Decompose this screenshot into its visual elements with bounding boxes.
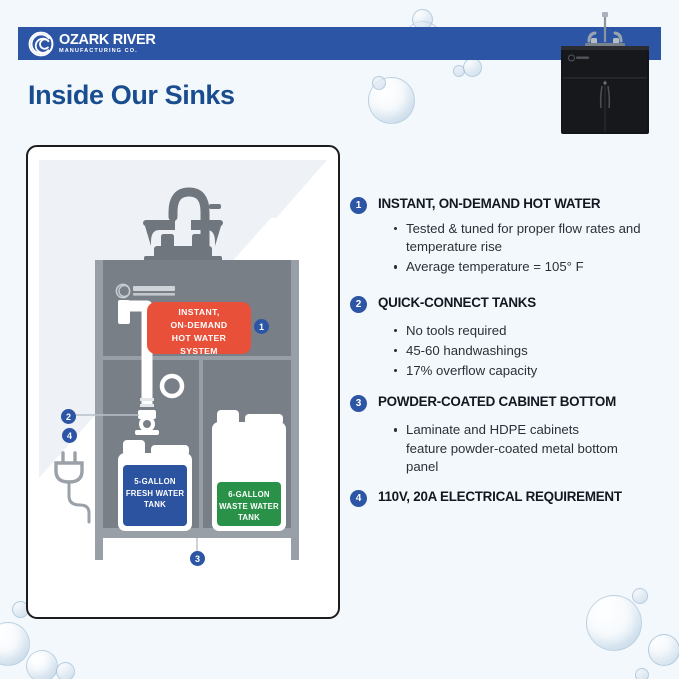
feature-marker-3: 3 [350, 395, 367, 413]
feature-item-1: 1 INSTANT, ON-DEMAND HOT WATER Tested & … [350, 196, 670, 277]
callout-line: INSTANT, [178, 307, 220, 317]
tank-label-line: 5-GALLON [134, 477, 176, 486]
waste-water-tank [212, 410, 286, 531]
quick-connect-fitting [135, 410, 159, 435]
feature-bullet: Laminate and HDPE cabinets feature powde… [394, 421, 621, 476]
product-photo [561, 12, 649, 134]
brand-logo: OZARK RIVER MANUFACTURING CO. [28, 31, 156, 57]
tank-label-line: WASTE WATER [219, 501, 279, 511]
feature-marker-2: 2 [350, 295, 367, 313]
bubble-decoration [648, 634, 679, 666]
river-swirl-icon [28, 31, 54, 57]
tank-label-line: FRESH WATER [125, 488, 185, 498]
bubble-decoration [463, 58, 482, 77]
feature-list: 1 INSTANT, ON-DEMAND HOT WATER Tested & … [350, 196, 670, 519]
brand-banner [18, 27, 661, 60]
bubble-decoration [372, 76, 386, 90]
feature-title-4: 110V, 20A ELECTRICAL REQUIREMENT [378, 488, 622, 504]
feature-bullet: Average temperature = 105° F [394, 258, 670, 276]
sink-cutaway-diagram: INSTANT, ON-DEMAND HOT WATER SYSTEM 5-GA… [26, 145, 340, 619]
callout-line: HOT WATER [171, 333, 227, 344]
bubble-decoration [56, 662, 75, 679]
feature-bullet: Tested & tuned for proper flow rates and… [394, 220, 670, 256]
feature-bullet: 45-60 handwashings [394, 342, 670, 360]
feature-bullet: 17% overflow capacity [394, 362, 670, 380]
tank-label-line: TANK [238, 513, 260, 523]
feature-marker-4: 4 [350, 489, 367, 507]
feature-title-3: POWDER-COATED CABINET BOTTOM [378, 394, 616, 410]
waste-water-tank-label: 6-GALLON WASTE WATER TANK [217, 489, 281, 524]
brand-logo-subtitle: MANUFACTURING CO. [59, 47, 138, 54]
callout-line: SYSTEM [180, 346, 218, 357]
bubble-decoration [635, 668, 649, 679]
diagram-brand-logo [115, 283, 175, 299]
fresh-water-tank-label: 5-GALLON FRESH WATER TANK [123, 476, 187, 511]
bubble-decoration [368, 77, 415, 124]
tank-label-line: 6-GALLON [228, 490, 270, 499]
bubble-decoration [26, 650, 58, 679]
feature-bullet: No tools required [394, 322, 670, 340]
electrical-plug-icon [54, 451, 91, 524]
diagram-marker-3: 3 [190, 551, 205, 566]
hot-water-callout-label: INSTANT, ON-DEMAND HOT WATER SYSTEM [147, 306, 251, 358]
bubble-decoration [453, 65, 465, 77]
page-title: Inside Our Sinks [28, 80, 235, 110]
diagram-marker-4: 4 [62, 428, 77, 443]
feature-title-2: QUICK-CONNECT TANKS [378, 294, 536, 310]
bubble-decoration [586, 595, 642, 651]
diagram-marker-2: 2 [61, 409, 76, 424]
callout-line: ON-DEMAND [170, 320, 228, 331]
brand-logo-name: OZARK RIVER [59, 32, 156, 49]
bubble-decoration [0, 622, 30, 666]
diagram-marker-1: 1 [254, 319, 269, 334]
sink-diagram-svg [39, 160, 327, 604]
feature-item-3: 3 POWDER-COATED CABINET BOTTOM Laminate … [350, 394, 670, 476]
feature-marker-1: 1 [350, 197, 367, 214]
fresh-water-tank [118, 440, 192, 531]
feature-bullets-2: No tools required 45-60 handwashings 17%… [394, 322, 670, 381]
feature-item-4: 4 110V, 20A ELECTRICAL REQUIREMENT [350, 489, 670, 507]
bubble-decoration [632, 588, 648, 604]
feature-item-2: 2 QUICK-CONNECT TANKS No tools required … [350, 295, 670, 381]
feature-bullets-1: Tested & tuned for proper flow rates and… [394, 220, 670, 277]
feature-title-1: INSTANT, ON-DEMAND HOT WATER [378, 196, 601, 211]
tank-label-line: TANK [144, 500, 166, 510]
feature-bullets-3: Laminate and HDPE cabinets feature powde… [394, 421, 670, 476]
